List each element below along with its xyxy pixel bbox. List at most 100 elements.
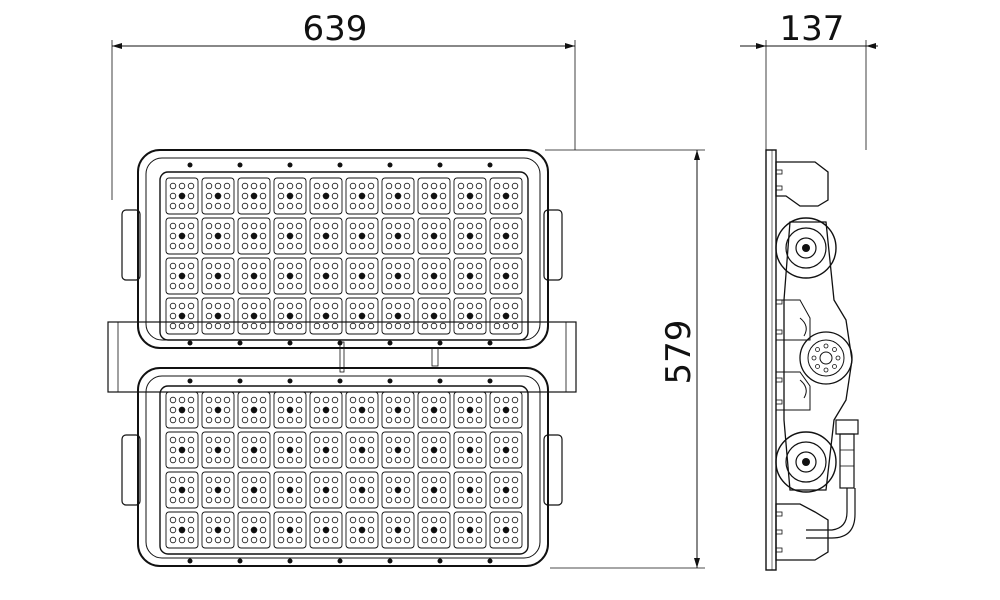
led-cell xyxy=(345,391,379,429)
led-cell xyxy=(489,297,523,335)
depth-dimension-label: 137 xyxy=(780,9,845,49)
width-dimension-label: 639 xyxy=(303,9,368,49)
led-cell xyxy=(165,471,199,509)
led-cell xyxy=(453,431,487,469)
led-cell xyxy=(345,257,379,295)
led-cell xyxy=(453,217,487,255)
led-cell xyxy=(237,217,271,255)
lower-module-bolts xyxy=(187,378,493,564)
upper-led-array xyxy=(165,177,523,335)
led-cell xyxy=(417,511,451,549)
led-cell xyxy=(453,177,487,215)
bolt xyxy=(387,340,393,346)
led-cell xyxy=(237,297,271,335)
led-cell xyxy=(381,217,415,255)
bolt xyxy=(337,162,343,168)
led-cell xyxy=(489,431,523,469)
led-cell xyxy=(381,177,415,215)
depth-dimension: 137 xyxy=(740,9,878,150)
led-cell xyxy=(237,257,271,295)
led-cell xyxy=(381,257,415,295)
led-cell xyxy=(417,257,451,295)
led-cell xyxy=(345,431,379,469)
led-cell xyxy=(165,297,199,335)
bolt xyxy=(287,162,293,168)
upper-pivot xyxy=(775,217,837,279)
led-cell xyxy=(201,217,235,255)
led-cell xyxy=(237,177,271,215)
led-cell xyxy=(165,257,199,295)
led-cell xyxy=(381,297,415,335)
led-cell xyxy=(165,431,199,469)
bolt xyxy=(287,558,293,564)
led-cell xyxy=(201,391,235,429)
bolt xyxy=(487,162,493,168)
lower-pivot xyxy=(775,431,837,493)
led-cell xyxy=(453,471,487,509)
led-cell xyxy=(309,257,343,295)
led-cell xyxy=(489,217,523,255)
led-cell xyxy=(237,431,271,469)
bolt xyxy=(237,378,243,384)
cable-gland xyxy=(806,419,859,539)
led-cell xyxy=(237,471,271,509)
width-dimension: 639 xyxy=(111,9,576,200)
led-cell xyxy=(273,391,307,429)
led-cell xyxy=(345,471,379,509)
led-cell xyxy=(309,391,343,429)
led-cell xyxy=(201,177,235,215)
bolt xyxy=(387,558,393,564)
led-cell xyxy=(453,511,487,549)
led-cell xyxy=(489,471,523,509)
angle-adjust-gear xyxy=(799,331,853,385)
led-cell xyxy=(345,217,379,255)
led-cell xyxy=(489,391,523,429)
led-cell xyxy=(309,471,343,509)
led-cell xyxy=(417,431,451,469)
led-cell xyxy=(309,177,343,215)
bolt xyxy=(337,558,343,564)
led-cell xyxy=(381,511,415,549)
bolt xyxy=(387,378,393,384)
height-dimension: 579 xyxy=(545,149,705,569)
led-cell xyxy=(453,257,487,295)
bolt xyxy=(287,378,293,384)
upper-led-module xyxy=(137,149,549,349)
lower-led-module xyxy=(137,367,549,567)
led-cell xyxy=(273,257,307,295)
led-cell xyxy=(381,431,415,469)
led-cell xyxy=(165,217,199,255)
led-cell xyxy=(309,297,343,335)
bolt xyxy=(237,340,243,346)
led-cell xyxy=(417,297,451,335)
led-cell xyxy=(237,391,271,429)
led-cell xyxy=(309,511,343,549)
upper-module-bolts xyxy=(187,162,493,346)
bolt xyxy=(487,340,493,346)
led-cell xyxy=(417,217,451,255)
led-cell xyxy=(417,471,451,509)
bolt xyxy=(187,378,193,384)
bolt xyxy=(237,558,243,564)
led-cell xyxy=(273,431,307,469)
bolt xyxy=(337,340,343,346)
led-cell xyxy=(273,297,307,335)
led-cell xyxy=(201,431,235,469)
bolt xyxy=(337,378,343,384)
side-view-screws xyxy=(775,169,783,553)
led-cell xyxy=(381,391,415,429)
led-cell xyxy=(201,257,235,295)
bolt xyxy=(387,162,393,168)
led-cell xyxy=(237,511,271,549)
bolt xyxy=(437,378,443,384)
bolt xyxy=(437,162,443,168)
led-cell xyxy=(273,177,307,215)
led-cell xyxy=(201,511,235,549)
height-dimension-label: 579 xyxy=(659,320,699,385)
bolt xyxy=(187,558,193,564)
bolt xyxy=(187,340,193,346)
led-cell xyxy=(201,471,235,509)
bolt xyxy=(187,162,193,168)
bolt xyxy=(487,558,493,564)
